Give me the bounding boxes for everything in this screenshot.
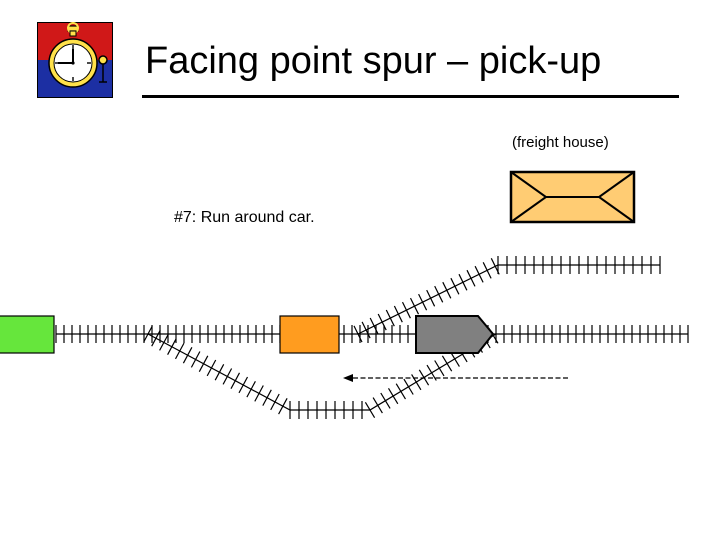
track-tie [441,355,453,372]
track-tie [262,389,272,406]
track-tie [395,383,407,400]
freight-car-orange [279,315,340,354]
track-tie [442,281,452,299]
track-tie [167,338,177,355]
track-tie [434,360,445,377]
track-tie [190,351,201,368]
track-tie [198,355,209,372]
track-tie [426,289,436,307]
track-tie [474,265,484,283]
locomotive [0,315,55,354]
track-tie [159,334,169,351]
track-tie [230,372,241,389]
arrow-left-icon [343,374,353,382]
track-tie [246,381,256,398]
pendulum-icon [98,55,108,83]
move-direction-arrow [343,374,568,382]
track-tie [411,374,422,391]
page-title: Facing point spur – pick-up [145,40,602,82]
freight-house-label: (freight house) [512,134,609,151]
track-tie [372,397,383,414]
track-tie [151,330,161,347]
track-tie [353,325,363,343]
step-description: #7: Run around car. [174,209,315,226]
track-tie [434,285,444,303]
track-tie [364,401,376,419]
track-tie [380,392,391,409]
track-tie [174,342,185,360]
track-tie [270,393,280,411]
stopwatch-icon [48,22,98,88]
track-tie [369,317,379,335]
track-tie [401,301,411,319]
track-tie [426,364,437,381]
track-tie [278,398,288,415]
track-tie [238,376,249,394]
track-tie [409,297,420,315]
track-tie [458,273,468,291]
title-underline [142,95,679,98]
rail [357,264,660,335]
track-tie [206,359,217,377]
stopwatch-logo [37,22,113,98]
track-tie [254,385,264,402]
track-tie [182,347,193,364]
track-tie [361,321,371,339]
track-tie [387,387,399,405]
track-tie [466,269,476,287]
track-tie [403,378,414,395]
track-tie [450,277,460,295]
track-tie [377,313,387,331]
track-tie [143,325,153,343]
freight-house-building [509,170,636,224]
track-tie [482,262,492,279]
freight-car-gray [415,315,495,354]
track-tie [385,309,395,327]
track-tie [222,368,233,385]
track-tie [393,305,403,323]
spur-track [353,256,661,343]
track-tie [418,293,428,311]
track-tie [214,364,225,381]
track-layout [55,256,689,419]
